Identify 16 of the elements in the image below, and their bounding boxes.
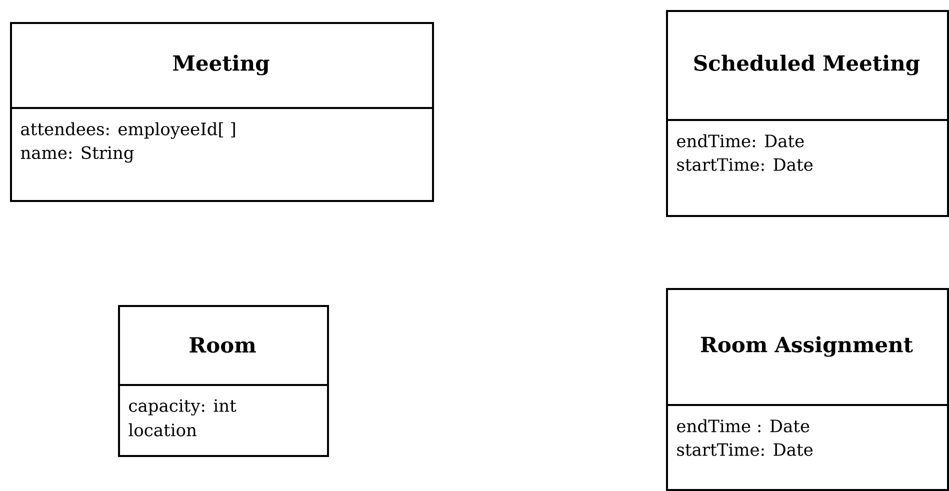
class-name: Room Assignment — [700, 336, 913, 357]
attribute-text: startTime: Date — [677, 158, 813, 171]
class-box — [118, 305, 329, 457]
attribute-text: attendees: employeeId[ ] — [21, 122, 235, 139]
class-box — [10, 22, 434, 202]
class-name: Room — [190, 337, 256, 353]
class-name: Scheduled Meeting — [694, 54, 920, 76]
attribute-text: endTime : Date — [677, 419, 810, 432]
attribute-text: location — [128, 423, 197, 436]
attribute-text: capacity: int — [129, 399, 236, 416]
attribute-text: endTime: Date — [677, 134, 804, 148]
class-box — [666, 10, 949, 217]
attribute-text: startTime: Date — [677, 443, 813, 456]
class-name: Meeting — [173, 54, 270, 76]
class-box — [666, 288, 949, 491]
attribute-text: name: String — [20, 146, 134, 163]
